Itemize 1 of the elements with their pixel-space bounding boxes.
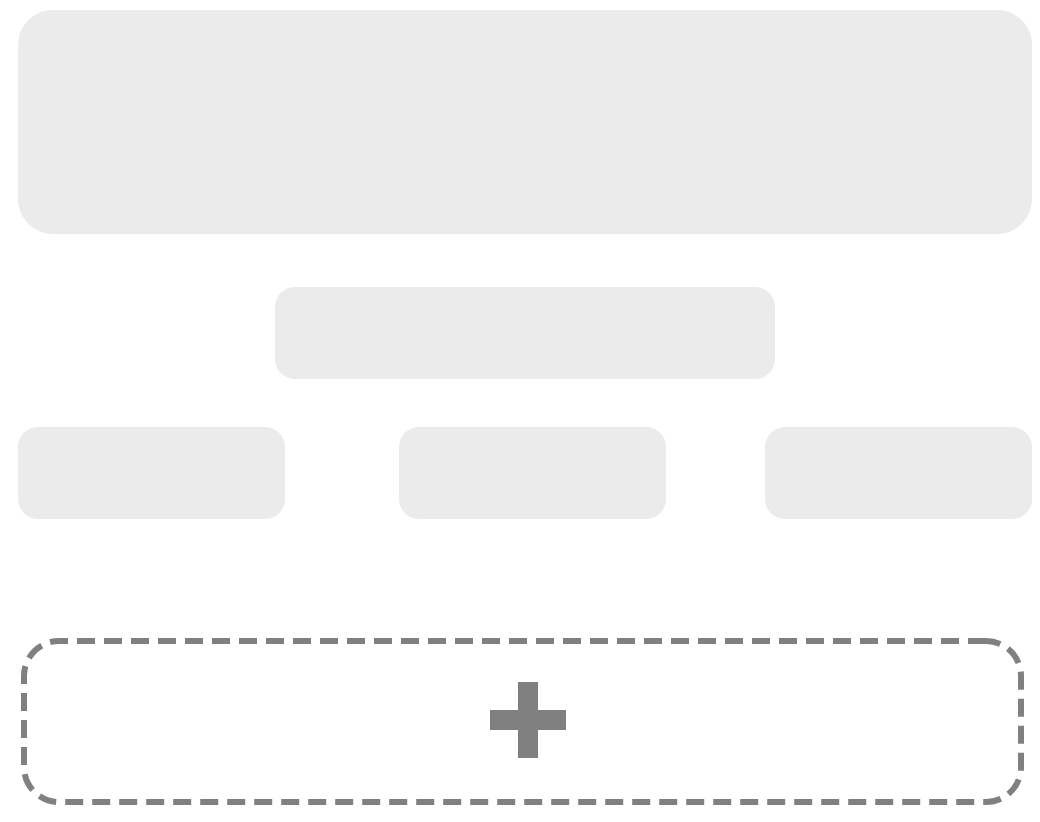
add-item-box bbox=[21, 638, 1024, 805]
